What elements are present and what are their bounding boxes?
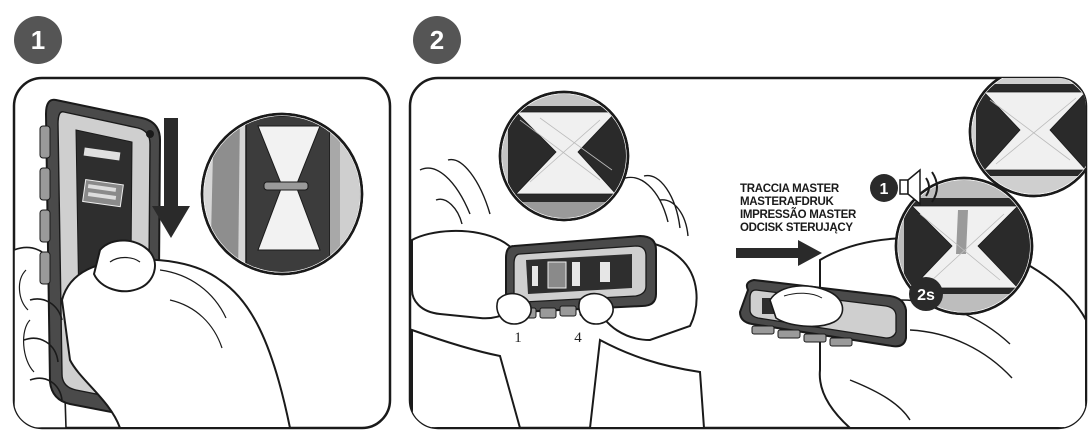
step-2-badge: 2 [413, 16, 461, 64]
label-polish: ODCISK STERUJĄCY [740, 222, 853, 234]
zoom-inset-3 [970, 66, 1090, 198]
button-number-4: 4 [574, 330, 582, 346]
label-danish: MASTERAFDRUK [740, 196, 834, 208]
step-2-number: 2 [430, 25, 444, 55]
hold-time-badge: 2s [909, 277, 943, 311]
step-1-number: 1 [31, 25, 45, 55]
label-italian: TRACCIA MASTER [740, 183, 840, 195]
label-portuguese: IMPRESSÃO MASTER [740, 208, 857, 221]
panel-1 [14, 78, 390, 428]
beep-count: 1 [880, 181, 889, 198]
panel-2: 1 4 TRACCIA MASTER [410, 66, 1090, 428]
hold-time: 2s [917, 287, 935, 304]
step-1-badge: 1 [14, 16, 62, 64]
button-number-1: 1 [514, 330, 522, 346]
